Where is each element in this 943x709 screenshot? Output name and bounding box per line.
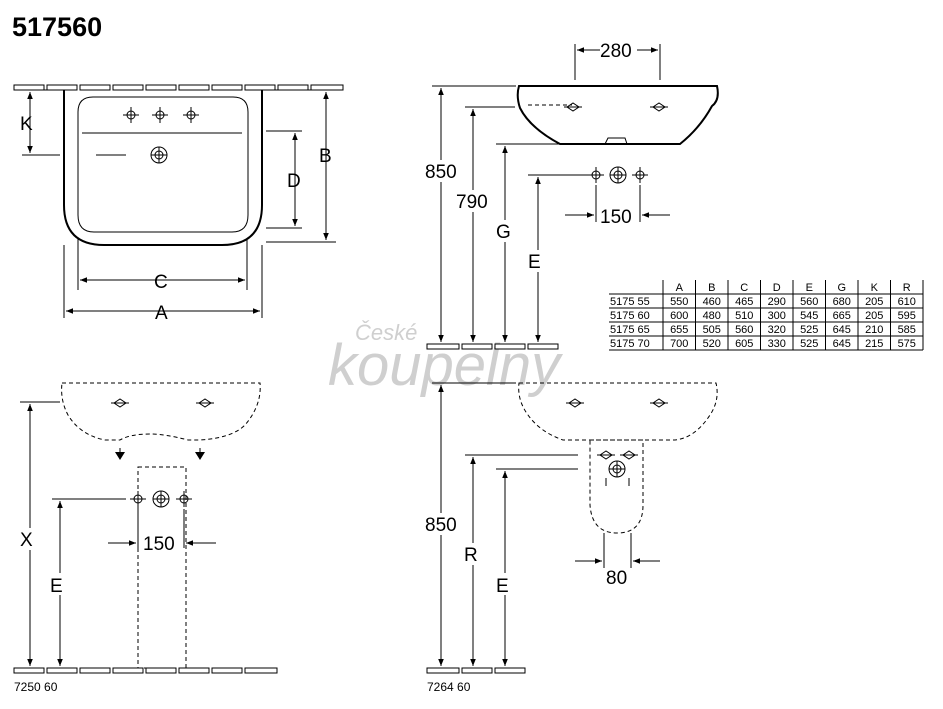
pedestal-front-floor bbox=[13, 667, 278, 674]
basin-outline-front bbox=[63, 90, 263, 246]
table-header: R bbox=[903, 282, 911, 294]
table-header: E bbox=[806, 282, 813, 294]
table-cell: 560 bbox=[800, 296, 818, 308]
basin-outline-pedestal-side bbox=[518, 382, 718, 441]
table-row-model: 5175 55 bbox=[610, 296, 650, 308]
table-cell: 645 bbox=[833, 324, 851, 336]
table-cell: 460 bbox=[703, 296, 721, 308]
table-header: D bbox=[773, 282, 781, 294]
pedestal-outline bbox=[137, 466, 187, 669]
table-cell: 605 bbox=[735, 338, 753, 350]
table-cell: 525 bbox=[800, 338, 818, 350]
table-cell: 505 bbox=[703, 324, 721, 336]
pedestal-code-7250: 7250 60 bbox=[14, 680, 58, 694]
table-header: B bbox=[708, 282, 715, 294]
dim-a-label: A bbox=[155, 303, 168, 324]
table-cell: 585 bbox=[898, 324, 916, 336]
pedestal-code-7264: 7264 60 bbox=[427, 680, 471, 694]
watermark-line2: koupelny bbox=[328, 333, 563, 398]
dim-280-label: 280 bbox=[600, 41, 632, 62]
table-cell: 290 bbox=[768, 296, 786, 308]
side-floor-tiles bbox=[426, 343, 559, 350]
basin-bowl-front bbox=[77, 96, 249, 233]
table-cell: 320 bbox=[768, 324, 786, 336]
table-cell: 330 bbox=[768, 338, 786, 350]
dim-x-label: X bbox=[20, 530, 33, 551]
pedestal-side-view: 850 R E 80 7264 60 bbox=[425, 382, 718, 694]
dim-b-label: B bbox=[319, 146, 332, 167]
table-cell: 545 bbox=[800, 310, 818, 322]
drawing-title: 517560 bbox=[12, 12, 102, 42]
table-cell: 560 bbox=[735, 324, 753, 336]
table-row-model: 5175 70 bbox=[610, 338, 650, 350]
arrow-down-left-icon bbox=[115, 452, 125, 460]
dim-g-label: G bbox=[496, 222, 511, 243]
side-view: 280 850 790 G E bbox=[425, 41, 719, 350]
tap-hole-left-icon bbox=[122, 106, 140, 124]
arrow-down-right-icon bbox=[195, 452, 205, 460]
dim-e-label: E bbox=[528, 252, 541, 273]
basin-outline-side bbox=[516, 85, 719, 145]
dim-150-label: 150 bbox=[600, 207, 632, 228]
table-cell: 550 bbox=[670, 296, 688, 308]
front-view: K B D C A bbox=[13, 84, 344, 324]
table-row-model: 5175 65 bbox=[610, 324, 650, 336]
table-cell: 300 bbox=[768, 310, 786, 322]
table-cell: 655 bbox=[670, 324, 688, 336]
dim-150-pedestal-label: 150 bbox=[143, 534, 175, 555]
table-cell: 205 bbox=[865, 296, 883, 308]
dim-c-label: C bbox=[154, 272, 168, 293]
dim-790-label: 790 bbox=[456, 192, 488, 213]
table-cell: 465 bbox=[735, 296, 753, 308]
dim-d-label: D bbox=[287, 171, 301, 192]
table-cell: 205 bbox=[865, 310, 883, 322]
table-cell: 480 bbox=[703, 310, 721, 322]
table-cell: 215 bbox=[865, 338, 883, 350]
dim-r-label: R bbox=[464, 545, 478, 566]
table-row-model: 5175 60 bbox=[610, 310, 650, 322]
table-cell: 525 bbox=[800, 324, 818, 336]
table-cell: 575 bbox=[898, 338, 916, 350]
table-cell: 680 bbox=[833, 296, 851, 308]
dimension-table: A B C D E G K R 5175 55 550 460 465 290 560 680 205 610 5… bbox=[609, 280, 924, 351]
table-cell: 595 bbox=[898, 310, 916, 322]
basin-outline-pedestal-front bbox=[61, 382, 261, 441]
table-cell: 700 bbox=[670, 338, 688, 350]
watermark-line1: České bbox=[355, 320, 417, 345]
table-header: A bbox=[676, 282, 684, 294]
dim-e-side-label: E bbox=[496, 576, 509, 597]
table-cell: 665 bbox=[833, 310, 851, 322]
table-cell: 600 bbox=[670, 310, 688, 322]
table-cell: 520 bbox=[703, 338, 721, 350]
tap-hole-right-icon bbox=[182, 106, 200, 124]
table-header: G bbox=[837, 282, 846, 294]
dim-k-label: K bbox=[20, 114, 33, 135]
tap-hole-center-icon bbox=[151, 106, 169, 124]
dim-850-pedestal-label: 850 bbox=[425, 515, 457, 536]
dim-850-label: 850 bbox=[425, 162, 457, 183]
table-header: C bbox=[740, 282, 748, 294]
table-cell: 610 bbox=[898, 296, 916, 308]
front-wall-tiles bbox=[13, 84, 344, 91]
dim-e-pedestal-label: E bbox=[50, 576, 63, 597]
pedestal-side-floor bbox=[426, 667, 526, 674]
table-cell: 645 bbox=[833, 338, 851, 350]
table-header: K bbox=[871, 282, 879, 294]
dim-80-label: 80 bbox=[606, 568, 627, 589]
table-cell: 510 bbox=[735, 310, 753, 322]
table-cell: 210 bbox=[865, 324, 883, 336]
semi-pedestal-outline bbox=[589, 439, 644, 534]
pedestal-front-view: X E 150 7250 60 bbox=[13, 382, 278, 694]
